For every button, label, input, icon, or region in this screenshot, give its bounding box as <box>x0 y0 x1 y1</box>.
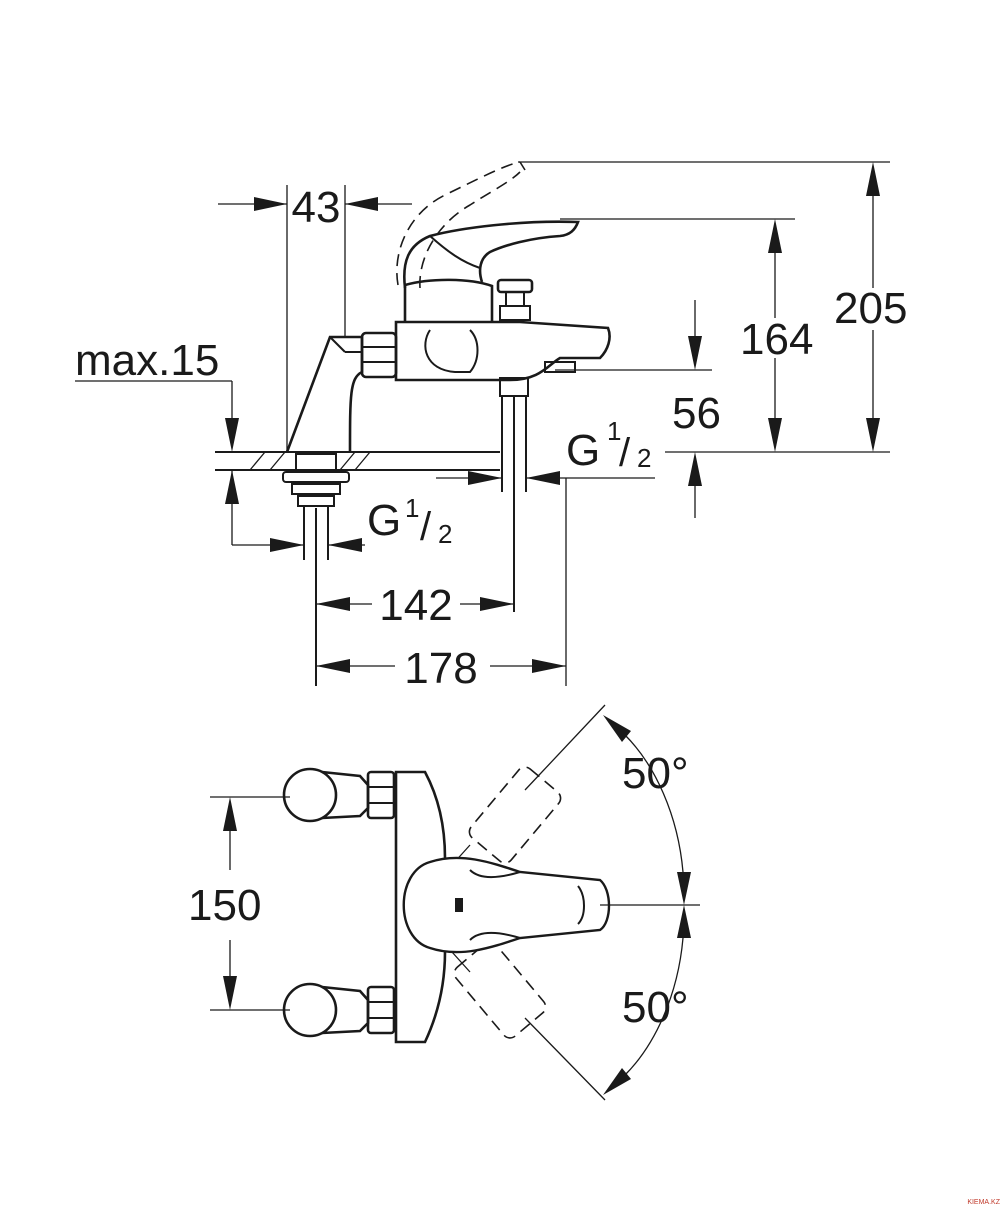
dim-label-56: 56 <box>672 389 721 438</box>
right-thread-label: G 1 / 2 <box>566 416 651 475</box>
pillar-body <box>285 331 398 453</box>
angle-arc-top: 50° <box>603 715 691 905</box>
side-view: 43 max.15 G 1 / 2 <box>75 161 907 693</box>
angle-arc-bottom: 50° <box>603 905 691 1095</box>
pillar-top-lower <box>282 982 396 1038</box>
dim-56: 56 <box>555 300 890 518</box>
right-thread-dim <box>436 471 655 485</box>
watermark: KIEMA.KZ <box>967 1199 1000 1206</box>
svg-text:/: / <box>420 505 432 549</box>
dim-label-max15: max.15 <box>75 336 219 385</box>
left-thread-label: G 1 / 2 <box>367 493 452 549</box>
angle-label-top: 50° <box>622 749 689 798</box>
svg-text:1: 1 <box>405 493 419 523</box>
pillar-top-upper <box>282 767 396 823</box>
top-view: 150 50° 50° <box>188 704 700 1101</box>
svg-text:G: G <box>367 496 401 545</box>
angle-label-bottom: 50° <box>622 983 689 1032</box>
countertop <box>215 451 500 471</box>
dim-label-178: 178 <box>404 644 477 693</box>
dim-label-142: 142 <box>379 581 452 630</box>
svg-text:1: 1 <box>607 416 621 446</box>
supply-pipes <box>303 377 529 686</box>
svg-text:G: G <box>566 426 600 475</box>
svg-text:2: 2 <box>637 443 651 473</box>
svg-text:2: 2 <box>438 519 452 549</box>
svg-text:/: / <box>619 431 631 475</box>
dim-43: 43 <box>218 183 412 452</box>
dim-164: 164 <box>560 218 813 452</box>
dim-142: 142 <box>316 581 514 630</box>
left-fixing-nut <box>282 453 350 515</box>
dim-label-43: 43 <box>292 183 341 232</box>
lever-top <box>402 856 611 954</box>
dim-150: 150 <box>188 796 290 1011</box>
dim-178: 178 <box>316 478 567 693</box>
left-thread-dim <box>232 538 365 552</box>
dim-label-150: 150 <box>188 881 261 930</box>
lever-handle-raised <box>396 161 526 289</box>
lever-handle <box>403 220 580 289</box>
dim-205: 205 <box>518 161 907 452</box>
mixer-body <box>394 278 611 382</box>
lever-rotated-outline <box>451 704 606 1101</box>
dim-label-205: 205 <box>834 284 907 333</box>
dim-label-164: 164 <box>740 315 813 364</box>
dim-max15: max.15 <box>75 336 239 545</box>
